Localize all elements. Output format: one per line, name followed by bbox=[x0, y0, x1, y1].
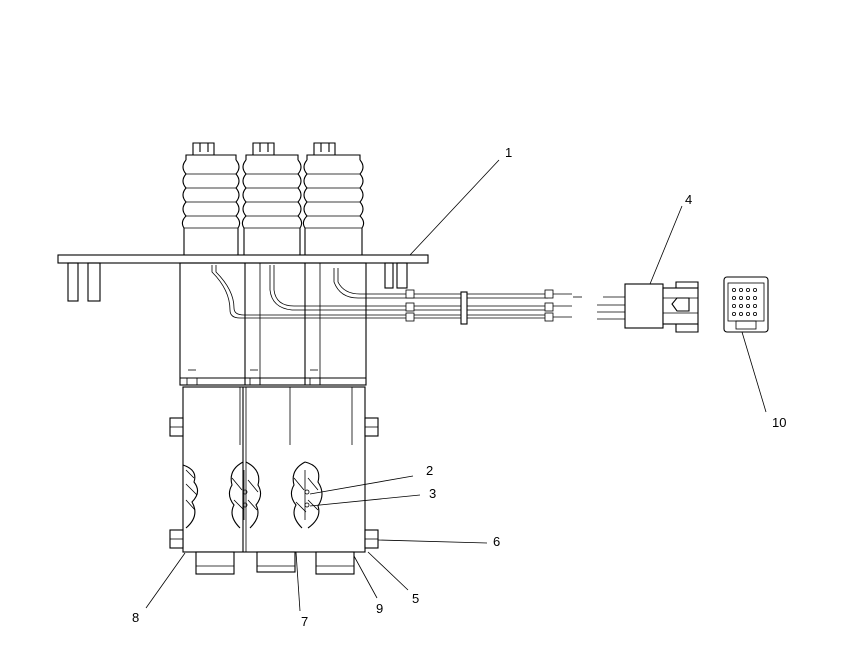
receptacle-pins bbox=[732, 287, 758, 316]
callout-7: 7 bbox=[301, 614, 308, 629]
callout-4: 4 bbox=[685, 192, 692, 207]
boot-right bbox=[302, 142, 365, 255]
bottom-ports bbox=[195, 551, 355, 575]
callout-10: 10 bbox=[772, 415, 786, 430]
leader-3 bbox=[309, 494, 421, 507]
leader-2 bbox=[309, 475, 414, 495]
callout-2: 2 bbox=[426, 463, 433, 478]
leader-5 bbox=[367, 551, 409, 591]
leader-7 bbox=[295, 551, 301, 612]
callout-3: 3 bbox=[429, 486, 436, 501]
leader-8 bbox=[145, 552, 186, 609]
bellows-boots bbox=[181, 142, 365, 255]
body-bolts bbox=[169, 417, 379, 549]
boot-middle bbox=[241, 142, 303, 255]
connector-receptacle bbox=[723, 276, 769, 333]
leader-lines bbox=[145, 159, 767, 612]
connector-plug bbox=[624, 281, 699, 333]
callout-labels: 1 2 3 4 5 6 7 8 9 10 bbox=[132, 145, 786, 629]
leader-4 bbox=[649, 205, 683, 285]
callout-8: 8 bbox=[132, 610, 139, 625]
callout-9: 9 bbox=[376, 601, 383, 616]
boot-left bbox=[181, 142, 241, 255]
wire-harness bbox=[211, 265, 625, 325]
callout-6: 6 bbox=[493, 534, 500, 549]
callout-5: 5 bbox=[412, 591, 419, 606]
valve-body bbox=[182, 386, 366, 553]
leader-10 bbox=[741, 331, 767, 413]
callout-1: 1 bbox=[505, 145, 512, 160]
leader-1 bbox=[409, 159, 500, 256]
solenoid-housing bbox=[179, 262, 367, 386]
leader-9 bbox=[353, 555, 378, 599]
leader-6 bbox=[377, 539, 488, 544]
